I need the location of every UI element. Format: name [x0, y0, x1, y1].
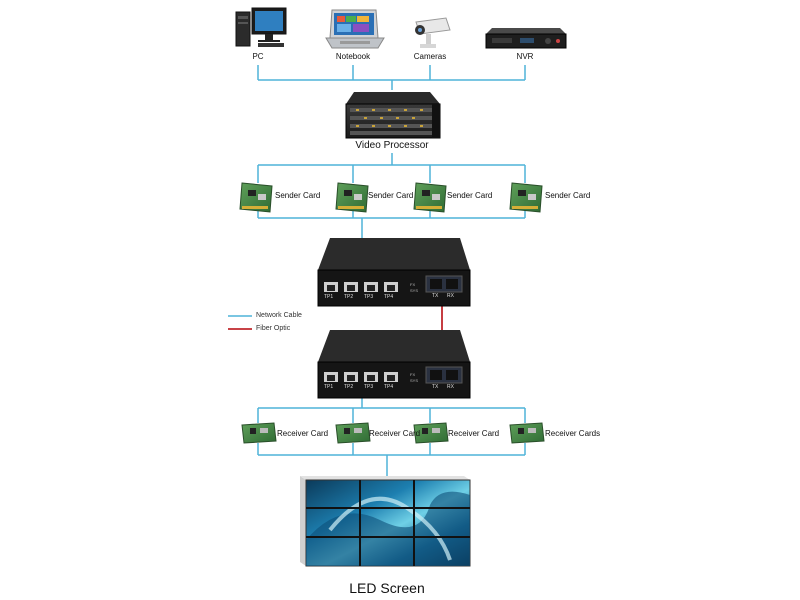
- fiber-switch-2-icon: [317, 330, 471, 399]
- notebook-icon: [325, 9, 385, 49]
- switch1-tx-label: TX: [432, 293, 439, 299]
- sender-card-icon-1: [239, 182, 273, 213]
- sender-card-label-2: Sender Card: [368, 191, 414, 200]
- receiver-card-label-1: Receiver Card: [277, 429, 329, 438]
- receiver-card-label-4: Receiver Cards: [545, 429, 601, 438]
- sender-card-label-4: Sender Card: [545, 191, 591, 200]
- fiber-switch-1-icon: [317, 238, 471, 307]
- nvr-label: NVR: [516, 52, 534, 61]
- switch2-port-label-2: TP2: [344, 384, 354, 390]
- led-screen-label: LED Screen: [349, 580, 425, 596]
- switch1-port-label-4: TP4: [384, 294, 394, 300]
- sender-card-icon-4: [509, 182, 543, 213]
- sender-card-icon-3: [413, 182, 447, 213]
- switch2-tx-label: TX: [432, 384, 439, 390]
- receiver-card-icon-2: [335, 422, 371, 444]
- video-processor-label: Video Processor: [355, 140, 429, 151]
- switch1-fx-label: FX: [410, 282, 416, 287]
- switch2-port-label-4: TP4: [384, 384, 394, 390]
- receiver-card-icon-1: [241, 422, 277, 444]
- switch2-port-label-1: TP1: [324, 384, 334, 390]
- receiver-card-icon-3: [413, 422, 449, 444]
- legend-network-cable-label: Network Cable: [256, 312, 302, 319]
- legend-fiber-optic-label: Fiber Optic: [256, 325, 291, 332]
- sender-card-icon-2: [335, 182, 369, 213]
- legend: [228, 315, 252, 330]
- switch1-port-label-2: TP2: [344, 294, 354, 300]
- nvr-icon: [485, 28, 567, 49]
- pc-icon: [235, 7, 287, 47]
- switch2-rx-label: RX: [447, 384, 454, 390]
- camera-icon: [415, 17, 451, 48]
- switch1-port-label-1: TP1: [324, 294, 334, 300]
- receiver-card-icon-4: [509, 422, 545, 444]
- switch2-fx-label: FX: [410, 372, 416, 377]
- switch1-sys-label: SYS: [410, 288, 419, 293]
- led-screen-icon: [300, 476, 471, 567]
- receiver-card-label-3: Receiver Card: [448, 429, 500, 438]
- cameras-label: Cameras: [413, 52, 447, 61]
- pc-label: PC: [252, 52, 264, 61]
- switch1-port-label-3: TP3: [364, 294, 374, 300]
- switch2-sys-label: SYS: [410, 378, 419, 383]
- video-processor-icon: [345, 92, 441, 139]
- notebook-label: Notebook: [335, 52, 371, 61]
- receiver-card-label-2: Receiver Card: [369, 429, 421, 438]
- switch1-rx-label: RX: [447, 293, 454, 299]
- sender-card-label-1: Sender Card: [275, 191, 321, 200]
- sender-card-label-3: Sender Card: [447, 191, 493, 200]
- switch2-port-label-3: TP3: [364, 384, 374, 390]
